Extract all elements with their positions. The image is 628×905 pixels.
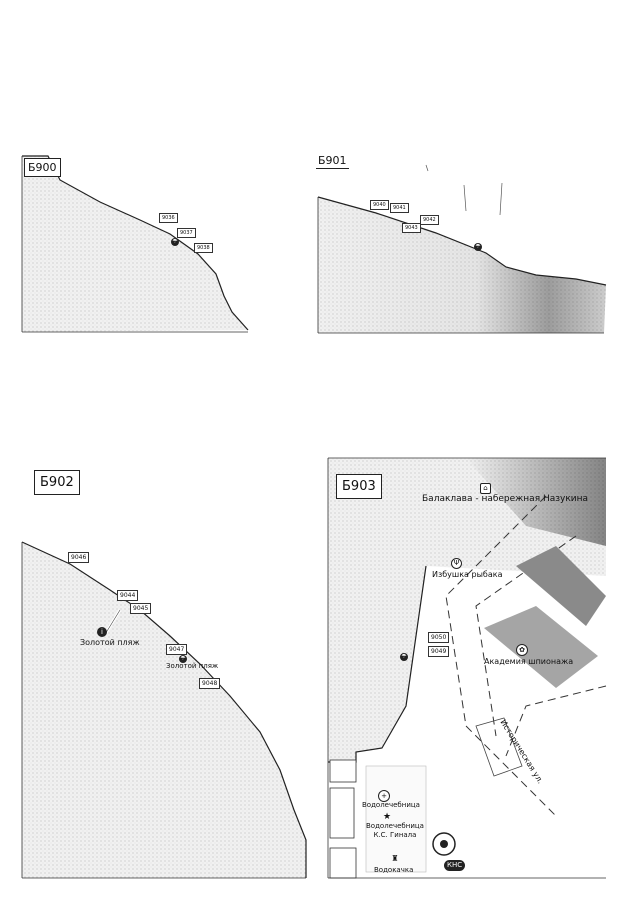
- tag-9043: 9043: [402, 223, 421, 233]
- museum-icon: ✿: [516, 644, 528, 656]
- fork-knife-icon: Ψ: [451, 558, 462, 569]
- block-outline: [365, 765, 427, 873]
- tag-9048: 9048: [199, 678, 221, 689]
- sheet-b901: Б901 9040 9041 9042 9043 ☂: [316, 145, 608, 340]
- poi-golden-beach-2: Золотой пляж: [166, 662, 219, 670]
- poi-spy-academy: Академия шпионажа: [484, 657, 574, 666]
- sheet-b903-map: [327, 457, 607, 879]
- land-area: [22, 156, 248, 332]
- poi-hydro-2-line2: К.С. Гинала: [373, 831, 417, 839]
- path-line: [425, 164, 503, 216]
- tag-9040: 9040: [370, 200, 389, 210]
- clinic-icon: +: [378, 790, 390, 802]
- sheet-b902-map: [21, 541, 307, 879]
- tag-9037: 9037: [177, 228, 196, 238]
- sheet-label-b903: Б903: [336, 474, 382, 499]
- star-icon: ★: [382, 812, 392, 822]
- tag-9047: 9047: [166, 644, 188, 655]
- land-shade: [466, 458, 606, 546]
- tower-icon: ♜: [391, 854, 399, 863]
- poi-water-tower: Водокачка: [374, 866, 414, 874]
- tag-9050: 9050: [428, 632, 450, 643]
- sheet-b900: Б900 9036 9037 9038 ☂: [20, 150, 250, 340]
- poi-golden-beach-1: Золотой пляж: [80, 638, 140, 647]
- tag-9036: 9036: [159, 213, 178, 223]
- sheet-b903: Б903 ⌂ Балаклава - набережная Назукина Ψ…: [326, 456, 608, 881]
- kns-tank-inner: [440, 840, 448, 848]
- block-outline: [329, 847, 357, 879]
- sheet-label-b902: Б902: [34, 470, 80, 495]
- info-icon: i: [97, 627, 107, 637]
- land-area: [22, 542, 306, 878]
- tag-9049: 9049: [428, 646, 450, 657]
- beach-umbrella-icon: ☂: [179, 655, 187, 663]
- tag-9045: 9045: [130, 603, 152, 614]
- tag-9041: 9041: [390, 203, 409, 213]
- land-shade: [318, 197, 606, 333]
- tag-9046: 9046: [68, 552, 90, 563]
- block-outline: [329, 787, 355, 839]
- poi-hydro-2: Водолечебница К.С. Гинала: [366, 822, 424, 840]
- sheet-b900-map: [21, 155, 249, 333]
- building: [484, 606, 598, 688]
- building: [516, 546, 606, 626]
- museum-icon: ⌂: [480, 483, 491, 494]
- poi-hydro-1: Водолечебница: [362, 801, 420, 809]
- sheet-label-b901: Б901: [316, 154, 349, 169]
- beach-umbrella-icon: ☂: [474, 243, 482, 251]
- tag-9044: 9044: [117, 590, 139, 601]
- beach-umbrella-icon: ☂: [171, 238, 179, 246]
- poi-hydro-2-line1: Водолечебница: [366, 822, 424, 830]
- sheet-b902: Б902 9046 9044 9045 9047 9048 i Золотой …: [20, 460, 310, 880]
- land-area: [328, 458, 606, 762]
- building: [475, 717, 523, 777]
- street-dashed: [505, 685, 607, 757]
- sheet-b901-map: [317, 164, 607, 334]
- beach-umbrella-icon: ☂: [400, 653, 408, 661]
- tag-9038: 9038: [194, 243, 213, 253]
- poi-fish-hut: Избушка рыбака: [432, 570, 503, 579]
- street-dashed: [445, 495, 557, 817]
- coastline: [317, 196, 607, 286]
- sheet-label-b900: Б900: [24, 158, 61, 177]
- poi-embankment: Балаклава - набережная Назукина: [422, 494, 589, 504]
- block-outline: [329, 759, 357, 783]
- tag-9042: 9042: [420, 215, 439, 225]
- poi-kns: КНС: [444, 860, 466, 871]
